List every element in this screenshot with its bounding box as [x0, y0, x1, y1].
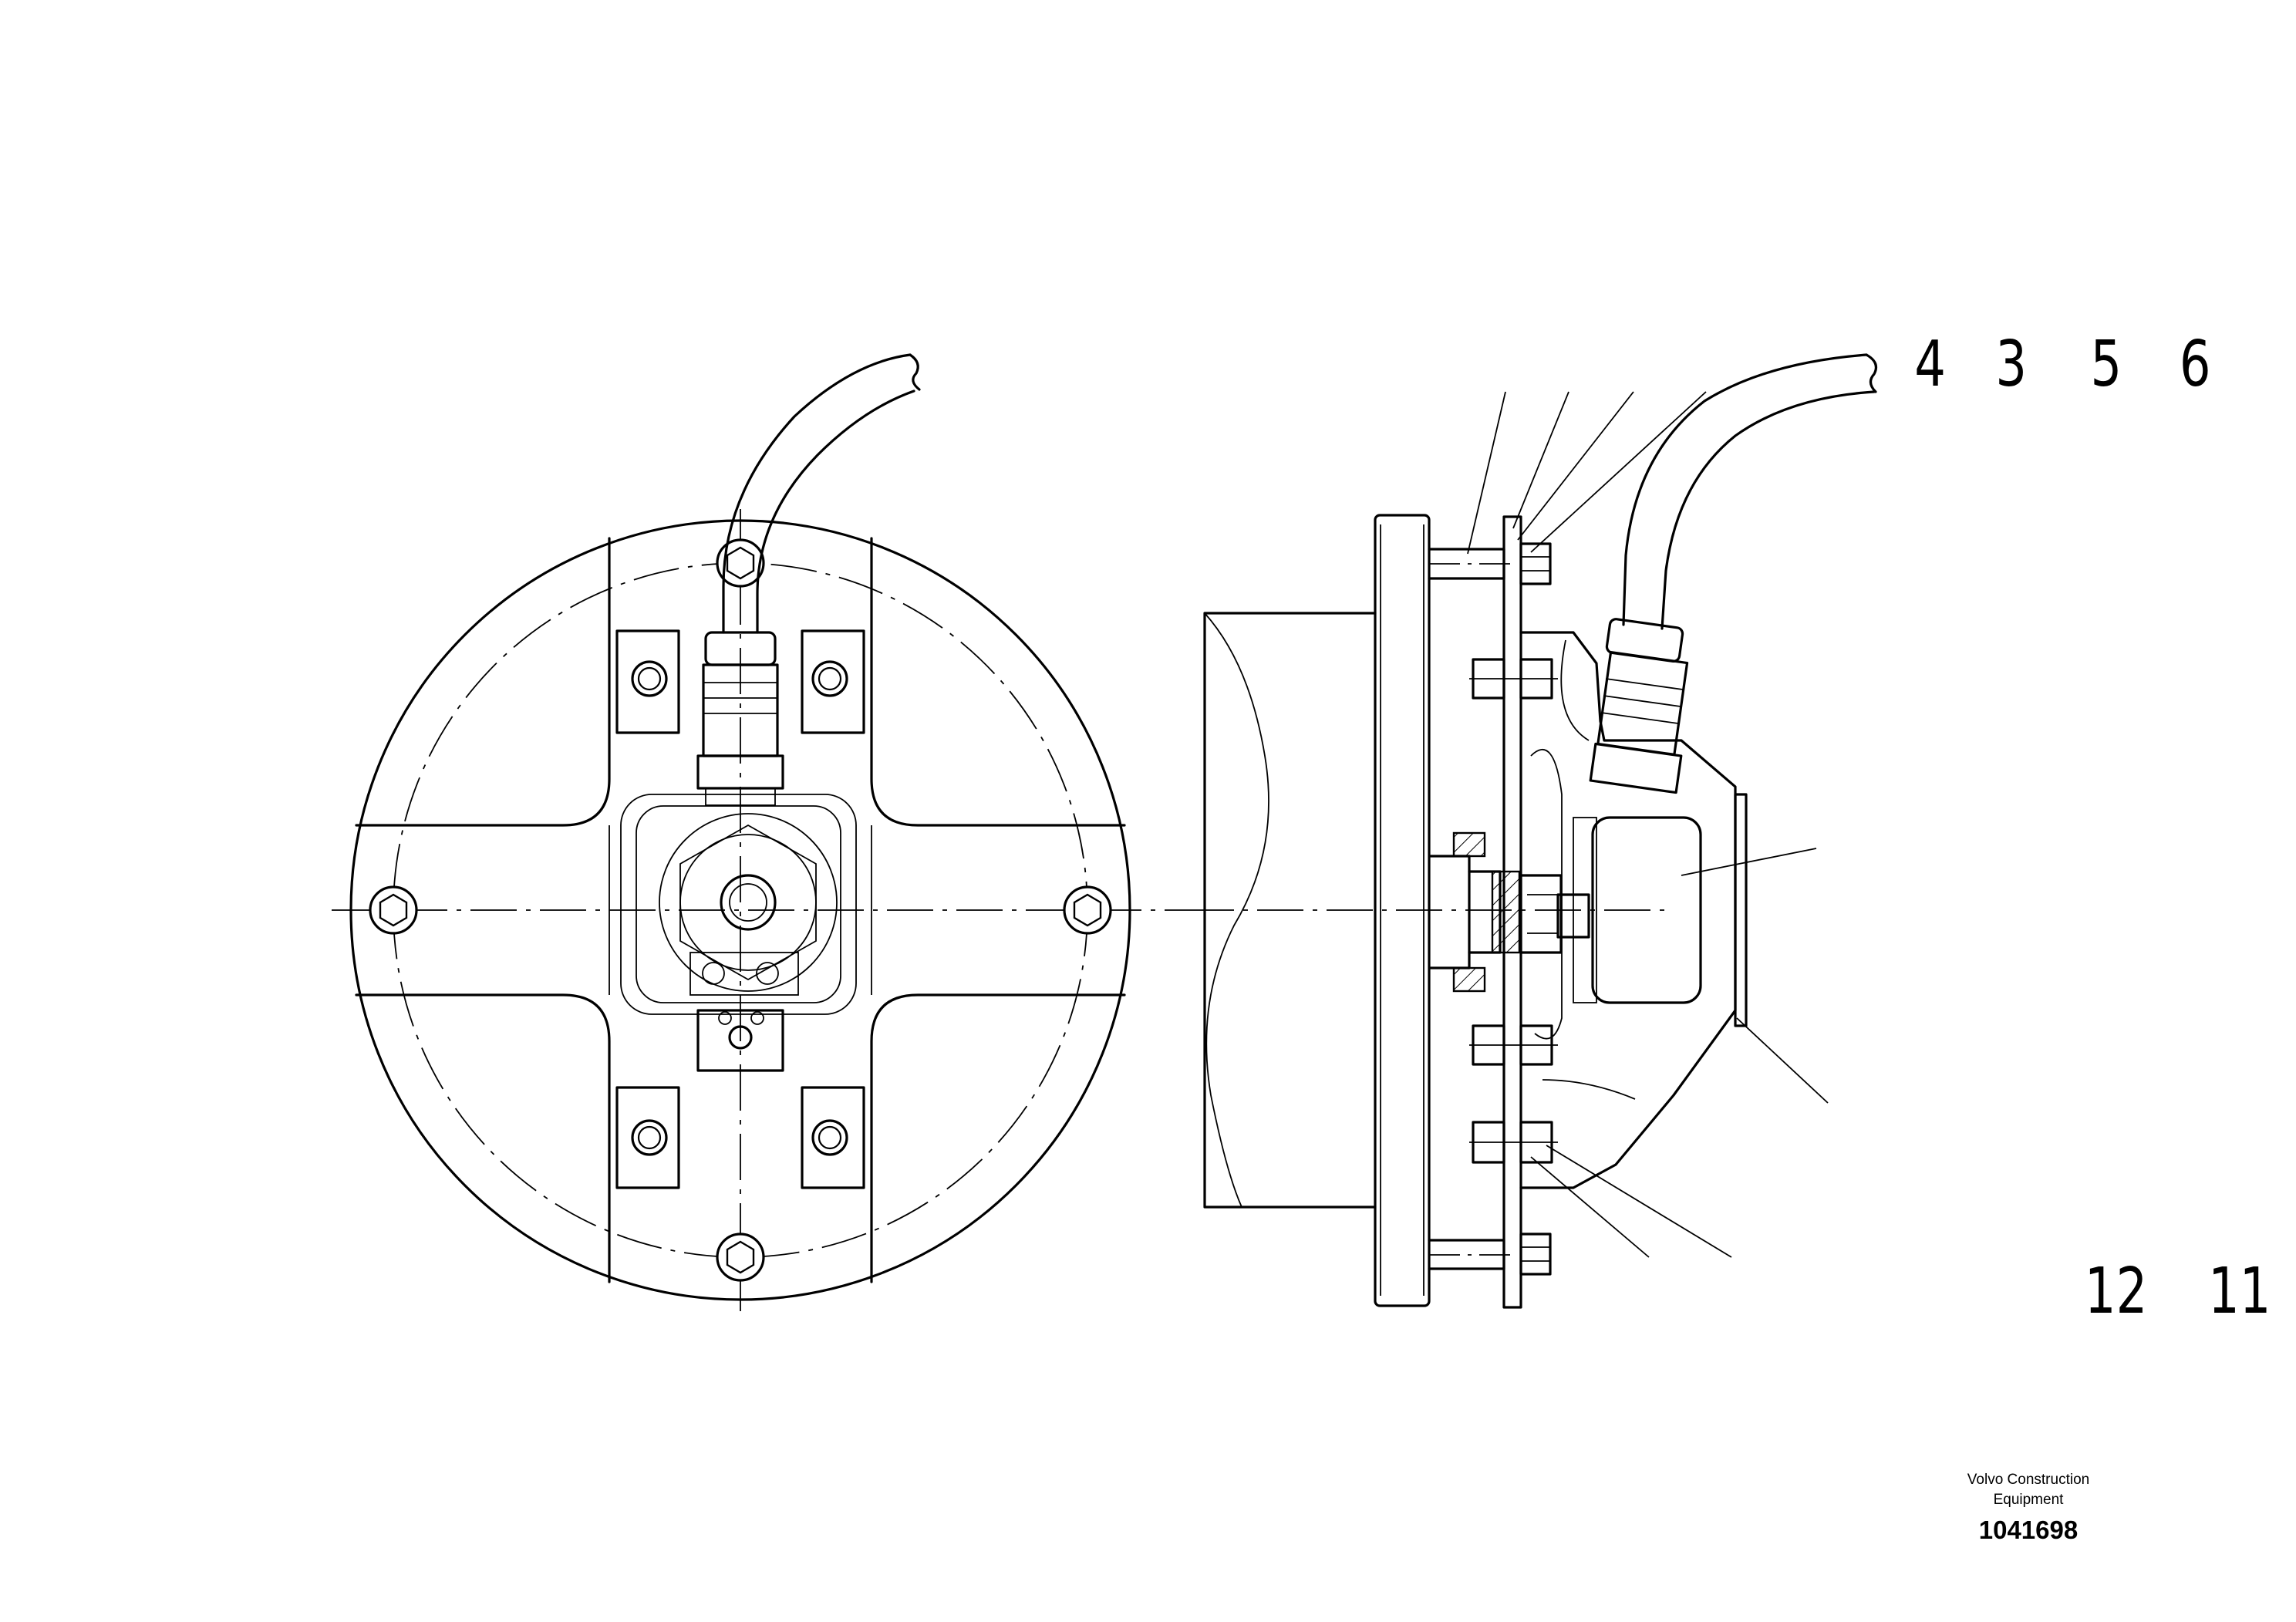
side-body — [1203, 612, 1377, 1209]
brand-line-2: Equipment — [1993, 1492, 2064, 1508]
mount-pad-top-right — [801, 629, 865, 734]
cross-bracket-outline — [355, 537, 1126, 1283]
side-connector — [1589, 618, 1689, 794]
part-label-12: 12 — [2085, 1255, 2147, 1328]
side-bolt-6-top — [1519, 542, 1552, 585]
front-view — [332, 353, 1188, 1311]
window-plate — [1734, 793, 1748, 1027]
stud-nut-lower-12-11 — [1469, 1121, 1558, 1164]
part-label-4: 4 — [1914, 328, 1946, 401]
hex-bolt-left — [369, 885, 418, 935]
part-label-5: 5 — [2090, 328, 2122, 401]
front-connector — [696, 631, 784, 806]
mount-pad-bottom-left — [615, 1086, 680, 1189]
brand-line-1: Volvo Construction — [1967, 1472, 2090, 1488]
side-flange — [1374, 514, 1431, 1307]
sensor-housing — [620, 794, 857, 1015]
part-label-6: 6 — [2180, 328, 2211, 401]
side-view: 4 3 5 6 1 15 12 11 — [1188, 328, 2271, 1328]
side-cable — [1622, 353, 1868, 626]
document-number: 1041698 — [1978, 1516, 2079, 1544]
mount-pad-bottom-right — [801, 1086, 865, 1189]
stud-nut-upper — [1469, 658, 1558, 700]
front-cable — [722, 353, 912, 634]
coupling-section — [1429, 831, 1590, 993]
stud-nut-middle — [1469, 1024, 1558, 1066]
sensor-body — [1591, 816, 1702, 1004]
part-label-3: 3 — [1995, 328, 2027, 401]
part-label-11: 11 — [2208, 1255, 2271, 1328]
leader-lines — [1467, 391, 1829, 1258]
hex-bolt-right — [1063, 885, 1112, 935]
side-cover — [1519, 631, 1737, 1189]
sensor-shaft — [720, 874, 777, 931]
side-bolt-bottom — [1519, 1233, 1552, 1276]
sensor-ring-outer — [659, 813, 838, 992]
clamp-plate — [689, 952, 799, 996]
mount-pad-top-left — [615, 629, 680, 734]
sensor-hex-nut — [679, 824, 817, 981]
hex-bolt-bottom — [716, 1233, 765, 1282]
